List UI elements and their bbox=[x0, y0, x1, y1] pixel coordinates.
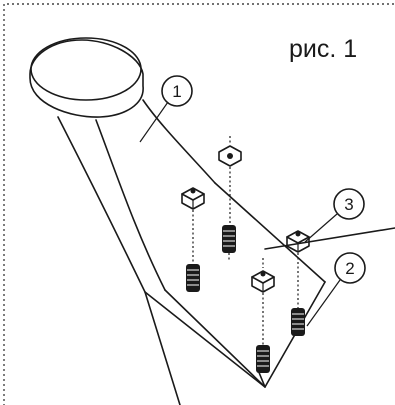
seat-pad bbox=[29, 37, 144, 118]
nut-left bbox=[181, 187, 205, 264]
callout-1: 1 bbox=[139, 75, 193, 143]
stud-2 bbox=[186, 264, 200, 292]
stud-3 bbox=[291, 308, 305, 336]
callout-2: 2 bbox=[306, 252, 366, 327]
svg-text:2: 2 bbox=[345, 259, 354, 278]
svg-text:1: 1 bbox=[172, 82, 181, 101]
nut-right bbox=[286, 230, 310, 308]
nut-lower bbox=[251, 258, 275, 345]
stud-1 bbox=[222, 225, 236, 262]
stud-4 bbox=[256, 345, 270, 373]
callout-3: 3 bbox=[304, 188, 365, 243]
frame-border bbox=[3, 3, 394, 405]
nut-top bbox=[218, 136, 242, 225]
support-tube bbox=[57, 99, 216, 293]
svg-text:3: 3 bbox=[344, 195, 353, 214]
figure-label: рис. 1 bbox=[289, 35, 357, 63]
